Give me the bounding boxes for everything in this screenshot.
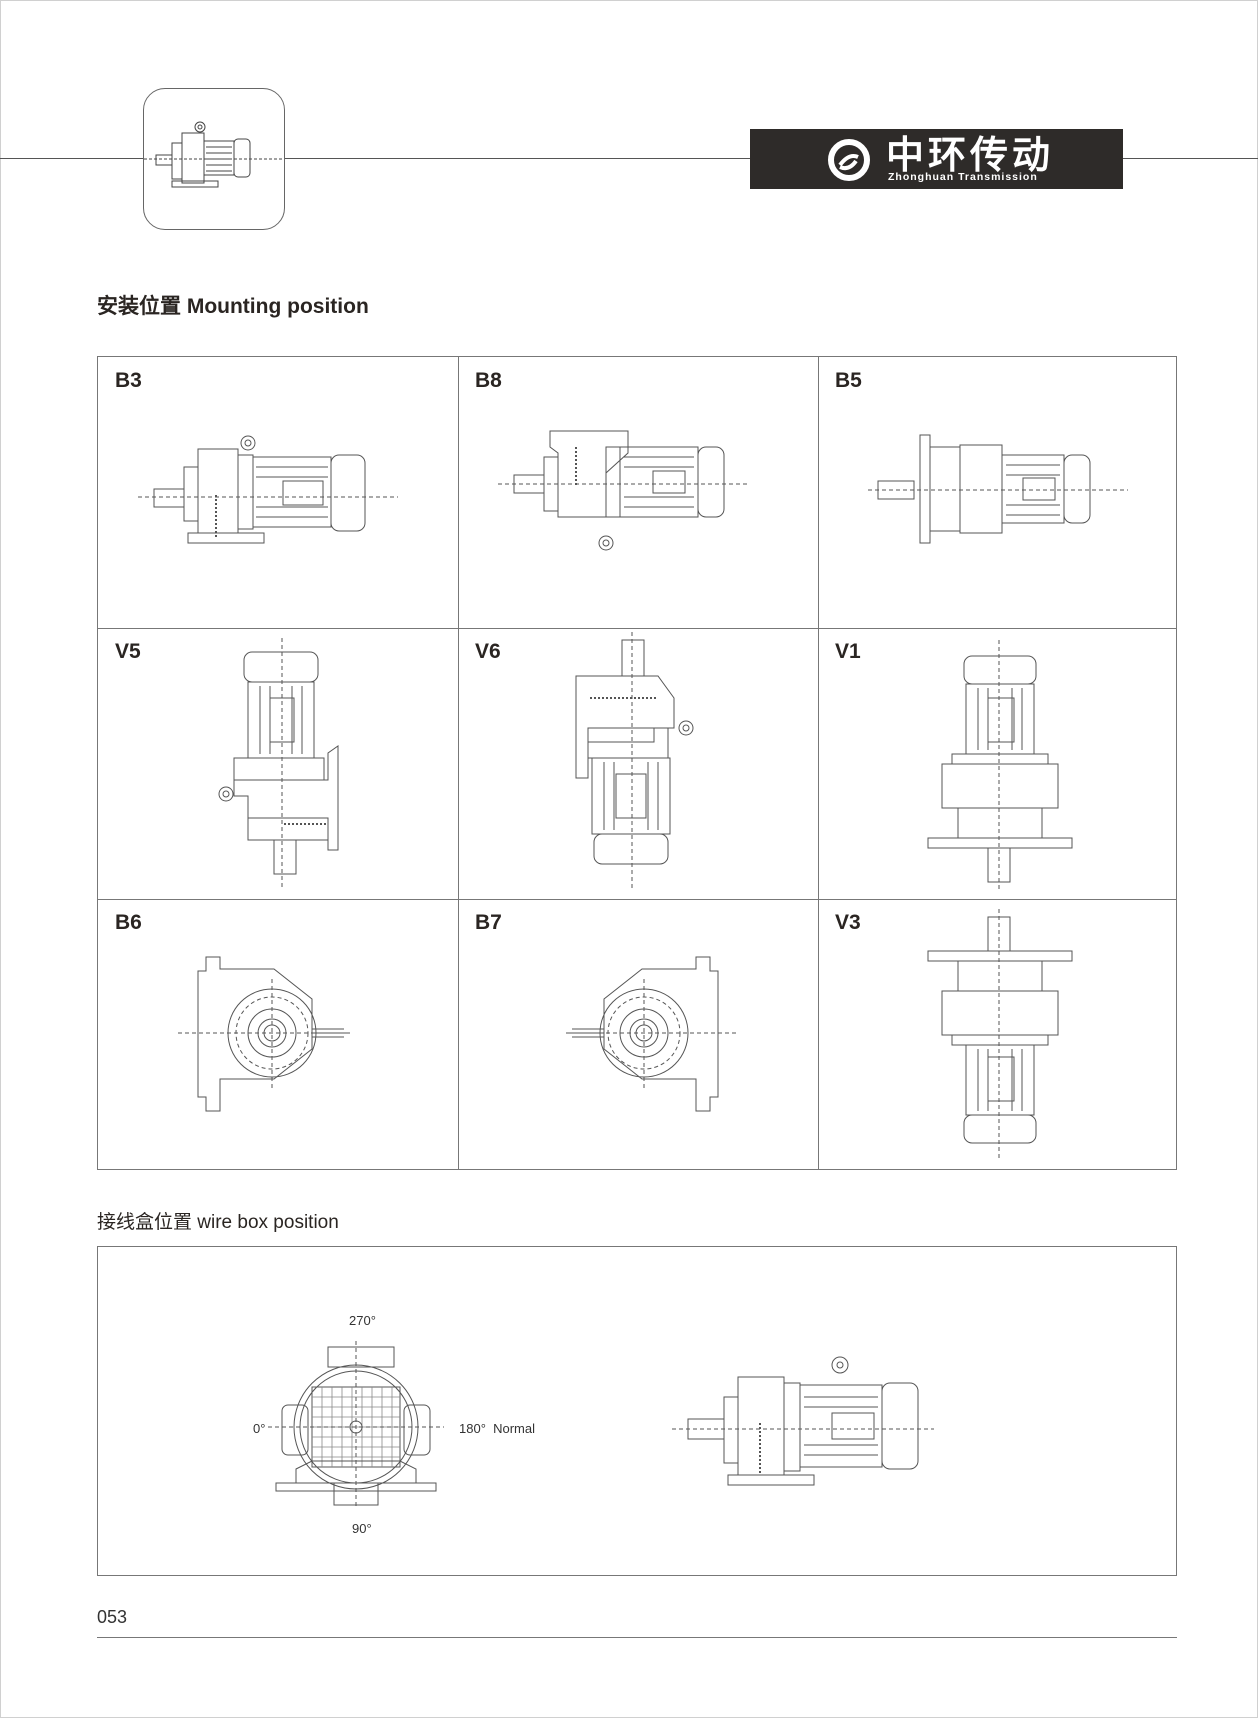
mounting-position-title: 安装位置 Mounting position [97, 295, 369, 318]
mounting-cell-b3: B3 [98, 357, 458, 628]
brand-name-en: Zhonghuan Transmission [888, 171, 1038, 183]
v1-drawing-icon [927, 640, 1073, 890]
brand-logo: 中环传动 Zhonghuan Transmission [750, 129, 1123, 189]
mounting-cell-b7: B7 [458, 899, 818, 1170]
position-label: B6 [115, 911, 142, 934]
position-label: B8 [475, 369, 502, 392]
thumbnail-motor-drawing [143, 88, 285, 230]
position-label: V3 [835, 911, 861, 934]
v3-drawing-icon [927, 909, 1073, 1161]
page-number: 053 [97, 1607, 128, 1627]
b7-drawing-icon [566, 956, 738, 1112]
mounting-cell-b8: B8 [458, 357, 818, 628]
mounting-cell-v6: V6 [458, 628, 818, 899]
mounting-cell-b6: B6 [98, 899, 458, 1170]
v6-drawing-icon [575, 632, 694, 890]
position-label: V6 [475, 640, 501, 663]
b6-drawing-icon [178, 956, 350, 1112]
header-rule [0, 158, 1258, 159]
grid-divider [98, 899, 1176, 900]
mounting-cell-b5: B5 [818, 357, 1178, 628]
grid-divider [458, 357, 459, 1169]
b5-drawing-icon [868, 434, 1128, 544]
position-label: B3 [115, 369, 142, 392]
angle-label-180-normal: 180° Normal [459, 1421, 536, 1436]
angle-label-90: 90° [352, 1521, 372, 1536]
position-label: B7 [475, 911, 502, 934]
position-label: V5 [115, 640, 141, 663]
wire-box-panel: 270° 0° 180° Normal 90° [97, 1246, 1177, 1576]
v5-drawing-icon [218, 638, 339, 890]
b8-drawing-icon [498, 430, 748, 551]
position-label: B5 [835, 369, 862, 392]
angle-label-270: 270° [349, 1313, 376, 1328]
b3-drawing-icon [138, 435, 398, 544]
footer-rule [97, 1637, 1177, 1638]
grid-divider [818, 357, 819, 1169]
angle-label-0: 0° [253, 1421, 266, 1436]
grid-divider [98, 628, 1176, 629]
brand-emblem-icon [828, 139, 870, 181]
wire-box-drawing-icon [268, 1341, 934, 1507]
mounting-cell-v5: V5 [98, 628, 458, 899]
mounting-cell-v1: V1 [818, 628, 1178, 899]
wire-box-position-title: 接线盒位置 wire box position [97, 1212, 339, 1233]
position-label: V1 [835, 640, 861, 663]
mounting-position-grid: B3 B8 [97, 356, 1177, 1170]
mounting-cell-v3: V3 [818, 899, 1178, 1170]
brand-name-cn: 中环传动 [886, 133, 1055, 177]
